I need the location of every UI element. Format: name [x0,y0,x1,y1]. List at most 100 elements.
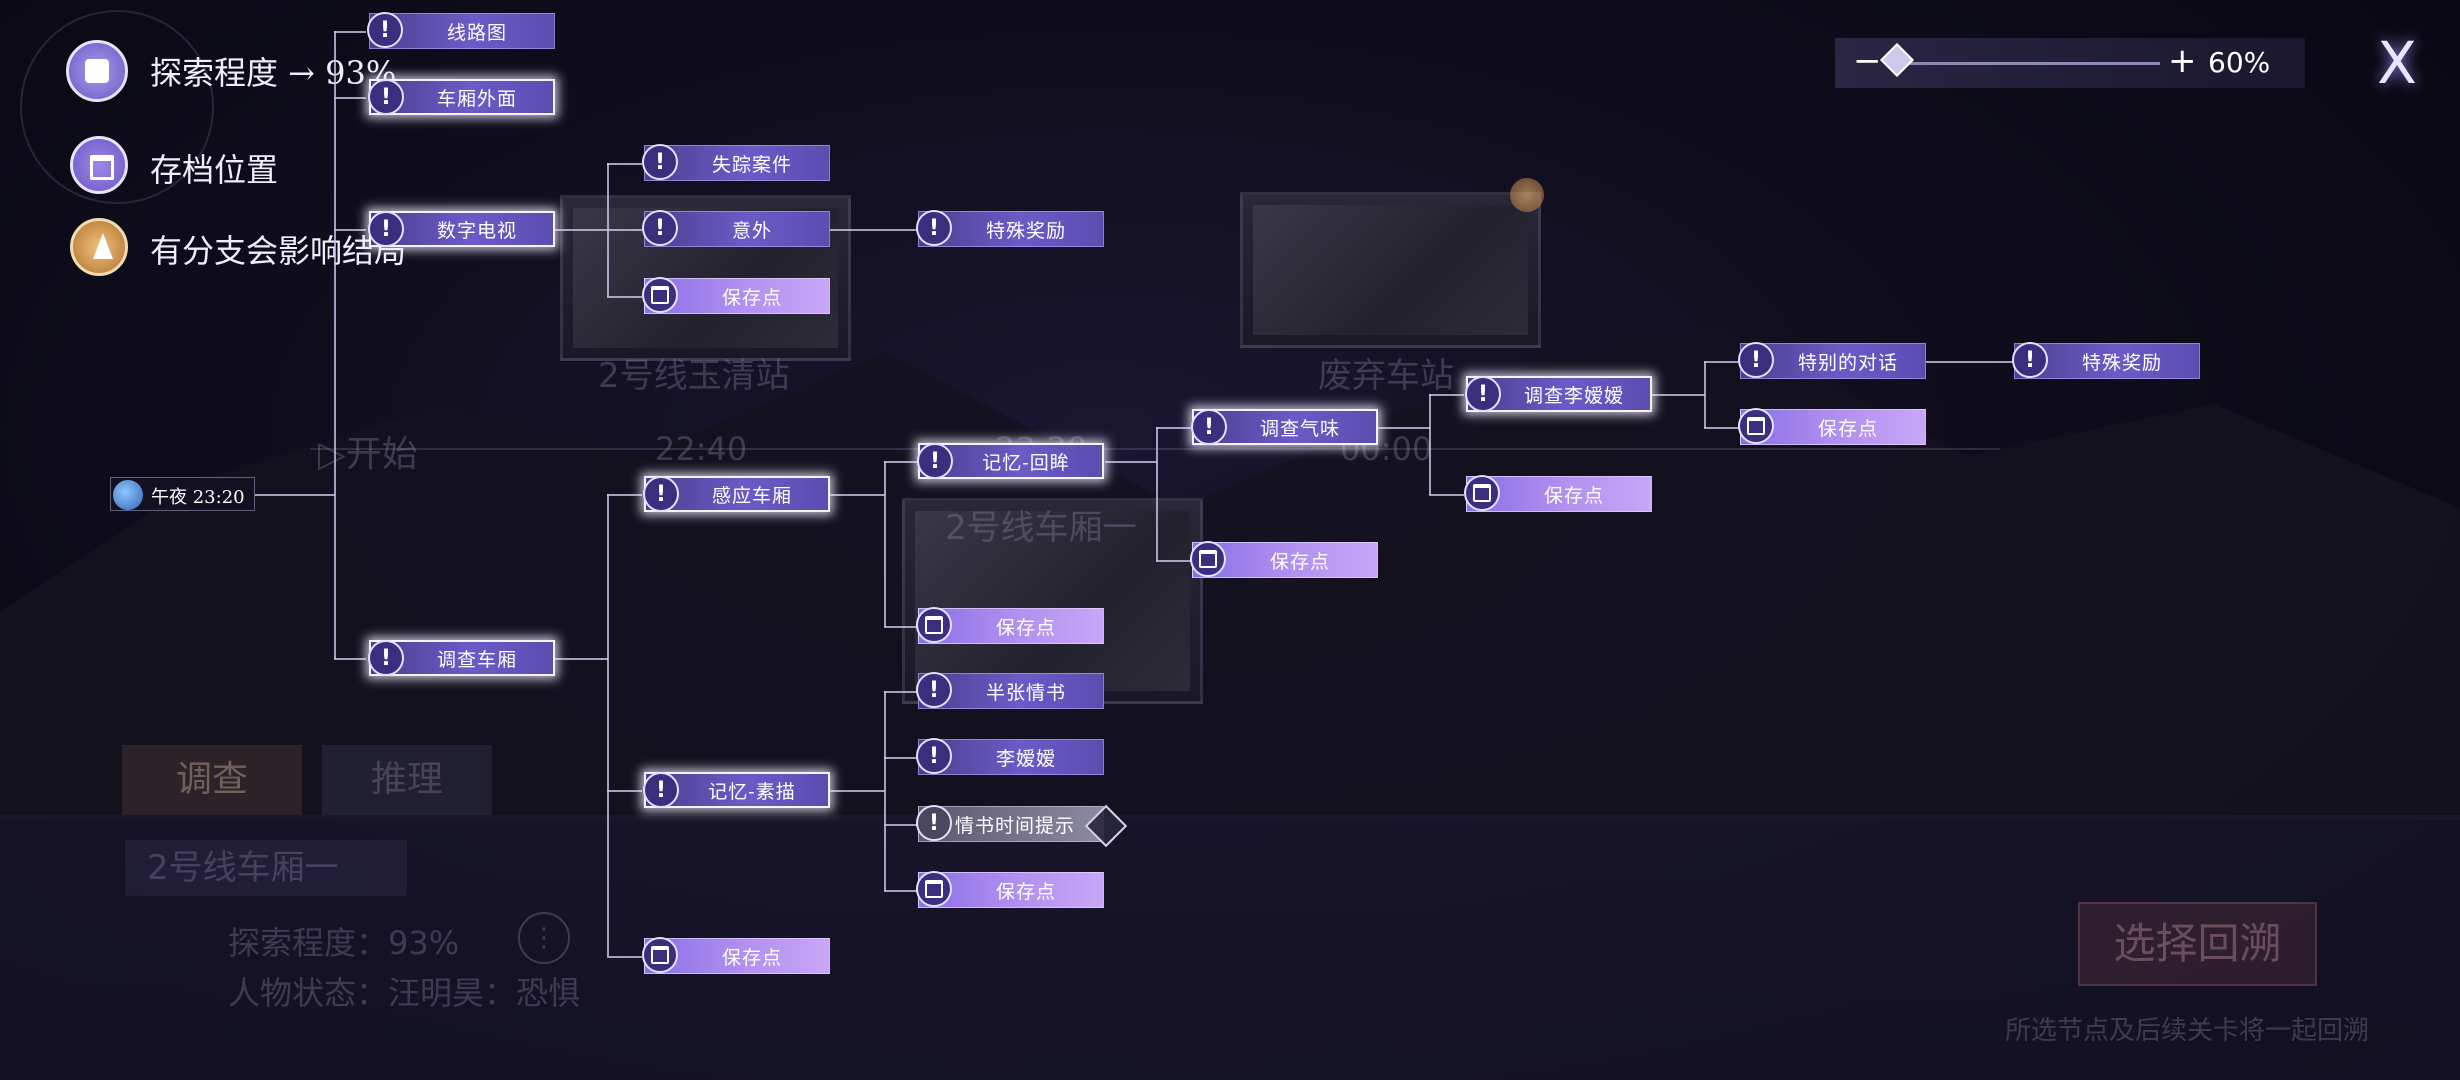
save-box-icon [70,136,128,194]
node-investigate-carriage[interactable]: !调查车厢 [368,640,555,676]
node-save-point[interactable]: 保存点 [642,277,830,314]
root-node-midnight[interactable]: 午夜 23:20 [110,477,255,511]
connector [1704,361,1739,363]
connector [1652,394,1705,396]
connector [884,757,918,759]
station-photo-abandoned [1240,192,1541,348]
connector [1429,394,1464,396]
legend-progress: 探索程度 → 93% [150,54,397,92]
node-special-dialogue[interactable]: !特别的对话 [1738,342,1926,379]
node-li-aiai[interactable]: !李嫒嫒 [916,738,1104,775]
connector [555,658,608,660]
connector [1429,394,1431,495]
close-icon[interactable]: X [2377,29,2417,97]
exclamation-icon: ! [643,772,679,808]
zoom-value: 60% [2208,46,2271,79]
node-save-point[interactable]: 保存点 [1464,475,1652,512]
timeline-time-1: 22:40 [655,430,748,468]
save-box-icon [642,937,678,973]
branch-ending-icon [1510,178,1544,212]
connector [884,461,886,627]
exclamation-icon: ! [368,211,404,247]
rewind-hint: 所选节点及后续关卡将一起回溯 [2005,1016,2370,1046]
node-save-point[interactable]: 保存点 [642,937,830,974]
exclamation-icon: ! [916,738,952,774]
exclamation-icon: ! [367,12,403,48]
connector [255,494,335,496]
connector [334,31,366,33]
connector [1378,427,1430,429]
connector [334,97,366,99]
exclamation-icon: ! [917,443,953,479]
connector [884,691,886,891]
node-special-reward[interactable]: !特殊奖励 [2012,342,2200,379]
tab-reason[interactable]: 推理 [322,745,492,815]
connector [607,494,642,496]
node-letter-time-hint[interactable]: !情书时间提示 [916,804,1128,848]
bottom-progress: 探索程度：93% [228,924,460,962]
timeline-line [310,448,2000,450]
legend-branch: 有分支会影响结局 [150,232,407,270]
connector [1156,560,1191,562]
node-outside-carriage[interactable]: !车厢外面 [368,79,555,115]
save-box-icon [1464,475,1500,511]
station-label-abandoned: 废弃车站 [1318,356,1454,396]
node-sense-carriage[interactable]: !感应车厢 [643,476,830,512]
connector [1105,461,1157,463]
node-save-point[interactable]: 保存点 [1190,541,1378,578]
connector [607,790,642,792]
connector [884,626,918,628]
node-special-reward[interactable]: !特殊奖励 [916,210,1104,247]
node-investigate-smell[interactable]: !调查气味 [1191,409,1378,445]
tree-view-icon[interactable]: ⋮ [518,912,570,964]
connector [884,890,918,892]
node-save-point[interactable]: 保存点 [916,871,1104,908]
exclamation-icon: ! [2012,342,2048,378]
zoom-slider-track[interactable] [1885,62,2160,65]
node-route-map[interactable]: !线路图 [367,12,555,49]
station-label-yuqing: 2号线玉清站 [598,356,790,396]
connector [607,163,642,165]
cloud-night-icon [113,480,143,510]
zoom-in-button[interactable]: + [2168,41,2197,81]
zoom-out-button[interactable]: − [1853,41,1882,81]
connector [1925,361,2013,363]
connector [334,31,336,659]
connector [607,296,642,298]
node-digital-tv[interactable]: !数字电视 [368,211,555,247]
connector [884,691,918,693]
node-memory-glance[interactable]: !记忆-回眸 [917,443,1104,479]
exclamation-icon: ! [916,672,952,708]
exclamation-icon: ! [642,210,678,246]
connector [607,494,609,956]
bottom-status: 人物状态：汪明昊：恐惧 [228,974,581,1012]
exclamation-icon: ! [368,640,404,676]
exclamation-icon: ! [1738,342,1774,378]
bottom-panel [0,815,2460,1080]
node-save-point[interactable]: 保存点 [1738,408,1926,445]
node-accident[interactable]: !意外 [642,210,830,247]
node-memory-sketch[interactable]: !记忆-素描 [643,772,830,808]
exclamation-icon: ! [916,210,952,246]
timeline-start: ▷开始 [318,434,418,475]
exclamation-icon: ! [1465,376,1501,412]
select-rewind-button[interactable]: 选择回溯 [2078,902,2317,986]
connector [334,229,366,231]
station-label-carriage: 2号线车厢一 [945,508,1137,548]
node-investigate-li[interactable]: !调查李嫒嫒 [1465,376,1652,412]
connector [830,494,885,496]
save-box-icon [1738,408,1774,444]
node-save-point[interactable]: 保存点 [916,607,1104,644]
connector [1704,427,1739,429]
node-half-letter[interactable]: !半张情书 [916,672,1104,709]
tab-investigate[interactable]: 调查 [122,745,302,815]
save-box-icon [642,277,678,313]
connector [607,956,642,958]
save-box-icon [916,607,952,643]
connector [884,824,918,826]
exclamation-icon: ! [916,805,952,841]
node-missing-case[interactable]: !失踪案件 [642,144,830,181]
connector [1156,427,1158,561]
save-box-icon [916,871,952,907]
branch-ending-icon [70,218,128,276]
